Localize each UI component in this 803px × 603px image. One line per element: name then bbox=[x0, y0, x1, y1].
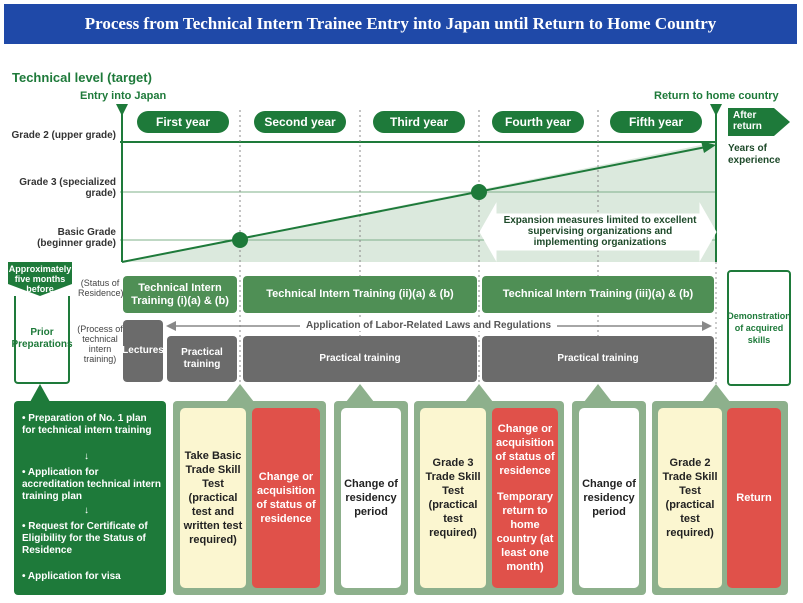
training-ii-box: Technical Intern Training (ii)(a) & (b) bbox=[243, 276, 477, 313]
practical-training-1-box: Practical training bbox=[167, 336, 237, 382]
year-4-pill: Fourth year bbox=[492, 111, 584, 133]
approx-five-months-label: Approximately five months before bbox=[8, 264, 72, 294]
prep-steps-list: • Preparation of No. 1 plan for technica… bbox=[14, 401, 166, 595]
years-experience-label: Years of experience bbox=[728, 143, 781, 166]
lectures-box: Lectures bbox=[122, 320, 164, 382]
change-acquisition-card-2-text: Change or acquisition of status of resid… bbox=[495, 423, 555, 477]
return-label: Return to home country bbox=[654, 90, 779, 102]
grade-2-label: Grade 2 (upper grade) bbox=[11, 130, 116, 141]
process-label: (Process of technical intern training) bbox=[77, 324, 123, 364]
demonstration-box: Demonstration of acquired skills bbox=[727, 270, 791, 386]
year-1-pill: First year bbox=[137, 111, 229, 133]
down-arrow-1: ↓ bbox=[84, 451, 89, 462]
expansion-label: Expansion measures limited to excellent … bbox=[503, 215, 697, 248]
basic-test-card: Take Basic Trade Skill Test (practical t… bbox=[180, 408, 246, 588]
change-acquisition-card-1: Change or acquisition of status of resid… bbox=[252, 408, 320, 588]
practical-training-2-box: Practical training bbox=[243, 336, 477, 382]
prep-step-1: • Preparation of No. 1 plan for technica… bbox=[22, 413, 152, 436]
year-5-pill: Fifth year bbox=[610, 111, 702, 133]
after-return-label: After return bbox=[733, 110, 762, 132]
basic-grade-label: Basic Grade (beginner grade) bbox=[37, 227, 116, 249]
temp-return-text: Temporary return to home country (at lea… bbox=[496, 491, 554, 573]
grade2-test-card: Grade 2 Trade Skill Test (practical test… bbox=[658, 408, 722, 588]
technical-level-label: Technical level (target) bbox=[12, 70, 152, 85]
return-card: Return bbox=[727, 408, 781, 588]
demonstration-label: Demonstration of acquired skills bbox=[727, 311, 791, 345]
change-temp-return-card: Change or acquisition of status of resid… bbox=[492, 408, 558, 588]
grade-3-label: Grade 3 (specialized grade) bbox=[19, 177, 116, 199]
entry-label: Entry into Japan bbox=[80, 90, 167, 102]
year-2-pill: Second year bbox=[254, 111, 346, 133]
labor-laws-label: Application of Labor-Related Laws and Re… bbox=[300, 320, 558, 331]
change-period-card-1: Change of residency period bbox=[341, 408, 401, 588]
status-of-residence-label: (Status of Residence) bbox=[78, 278, 124, 298]
down-arrow-2: ↓ bbox=[84, 505, 89, 516]
prep-step-3: • Request for Certificate of Eligibility… bbox=[22, 521, 148, 556]
prior-preparations-label: Prior Preparations bbox=[11, 327, 73, 350]
change-period-card-2: Change of residency period bbox=[579, 408, 639, 588]
year-3-pill: Third year bbox=[373, 111, 465, 133]
training-i-box: Technical Intern Training (i)(a) & (b) bbox=[123, 276, 237, 313]
prior-preparations-box: Prior Preparations bbox=[11, 296, 73, 384]
prep-step-4: • Application for visa bbox=[22, 571, 121, 582]
page-title: Process from Technical Intern Trainee En… bbox=[4, 4, 797, 44]
training-iii-box: Technical Intern Training (iii)(a) & (b) bbox=[482, 276, 714, 313]
practical-training-3-box: Practical training bbox=[482, 336, 714, 382]
prep-step-2: • Application for accreditation technica… bbox=[22, 467, 161, 502]
grade3-test-card: Grade 3 Trade Skill Test (practical test… bbox=[420, 408, 486, 588]
